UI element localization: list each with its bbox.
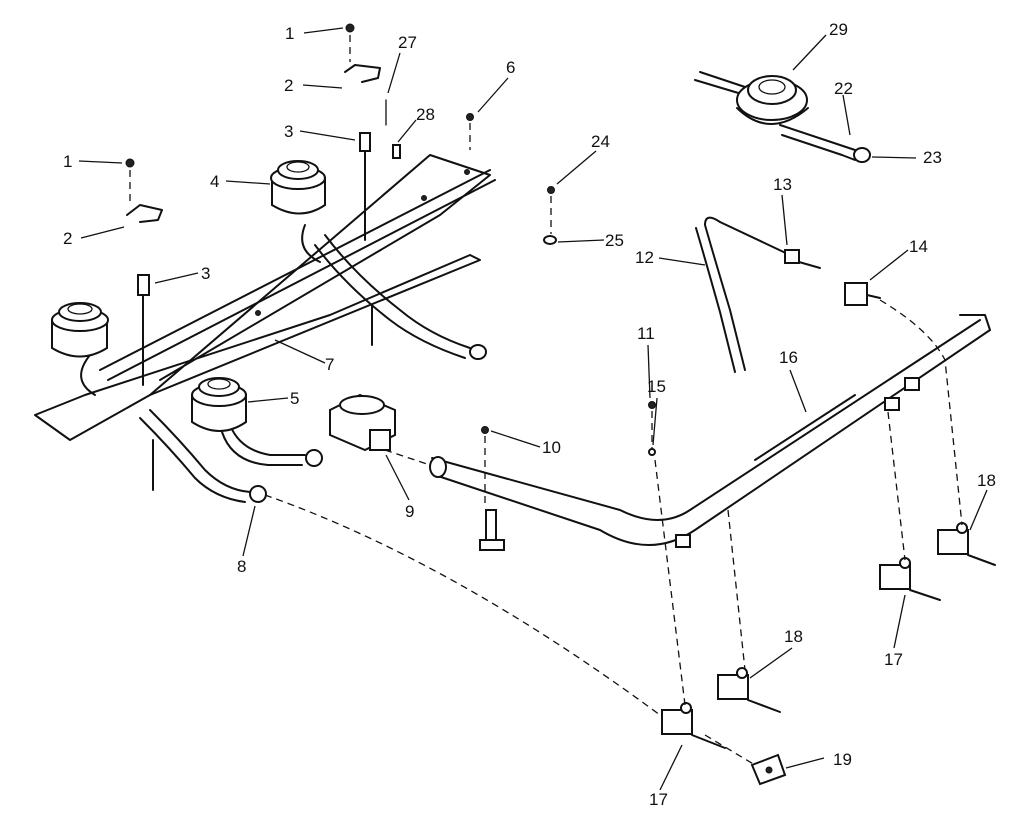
- pilot-tube: [695, 216, 881, 373]
- callout-27: 27: [398, 33, 417, 52]
- callout-11: 11: [637, 324, 655, 343]
- callout-5: 5: [290, 389, 299, 408]
- callout-22: 22: [834, 79, 853, 98]
- hardware: [125, 23, 656, 456]
- callout-17-right: 17: [884, 650, 903, 669]
- callout-16: 16: [779, 348, 798, 367]
- callout-18-lower: 18: [784, 627, 803, 646]
- callout-17-lower: 17: [649, 790, 668, 809]
- callout-8: 8: [237, 557, 246, 576]
- valve-17-left: [661, 702, 726, 749]
- burner-assembly-29: [694, 71, 871, 163]
- callout-9: 9: [405, 502, 414, 521]
- manifold-pipe: [429, 314, 991, 551]
- burner-head-5: [191, 377, 247, 432]
- callout-leaders: [78, 27, 988, 791]
- studs: [137, 99, 401, 491]
- callout-1-top: 1: [285, 24, 294, 43]
- burner-head-4: [270, 160, 326, 215]
- callout-25: 25: [605, 231, 624, 250]
- valve-17-right: [879, 557, 941, 601]
- callout-10: 10: [542, 438, 561, 457]
- callout-6: 6: [506, 58, 515, 77]
- pressure-regulator: [329, 393, 396, 452]
- callout-28: 28: [416, 105, 435, 124]
- alignment-lines: [129, 35, 963, 766]
- burner-head-left-rear: [51, 302, 109, 358]
- callout-3-top: 3: [284, 122, 293, 141]
- valve-18-right: [937, 522, 996, 566]
- callout-18-right: 18: [977, 471, 996, 490]
- callout-24: 24: [591, 132, 610, 151]
- callout-1-left: 1: [63, 152, 72, 171]
- callout-23: 23: [923, 148, 942, 167]
- callout-2-left: 2: [63, 229, 72, 248]
- callout-13: 13: [773, 175, 792, 194]
- valve-18-left: [717, 667, 781, 713]
- valves: [661, 522, 996, 786]
- callout-12: 12: [635, 248, 654, 267]
- callout-14: 14: [909, 237, 928, 256]
- callout-2-top: 2: [284, 76, 293, 95]
- bracket-19: [750, 753, 787, 786]
- callout-19: 19: [833, 750, 852, 769]
- burner-frame: [34, 154, 496, 441]
- callout-4: 4: [210, 172, 219, 191]
- callout-3-left: 3: [201, 264, 210, 283]
- callout-7: 7: [325, 355, 334, 374]
- callout-labels: 1 2 27 28 3 6 29 22 23 1 4 2 24 25 13 14…: [63, 20, 996, 809]
- callout-15: 15: [647, 377, 666, 396]
- callout-29: 29: [829, 20, 848, 39]
